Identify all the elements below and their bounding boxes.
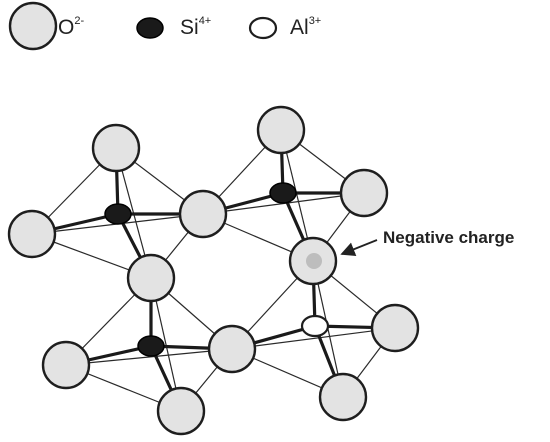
- oxygen-atom: [126, 253, 176, 303]
- oxygen-atom: [178, 189, 228, 239]
- aluminum-legend-label: Al3+: [290, 15, 321, 39]
- legend-silicon: Si4+: [136, 15, 211, 39]
- oxygen-atom: [339, 168, 389, 218]
- oxygen-atom: [207, 324, 257, 374]
- legend-oxygen: O2-: [8, 1, 84, 51]
- silicon-atom: [137, 335, 165, 357]
- legend-aluminum: Al3+: [248, 15, 321, 40]
- negative-charge-callout: Negative charge: [340, 228, 514, 257]
- charge-center-dot: [306, 253, 322, 269]
- oxygen-legend-label: O2-: [58, 15, 84, 39]
- silicon-atom: [269, 182, 297, 204]
- cations: [104, 182, 330, 357]
- negative-charge-label: Negative charge: [383, 228, 514, 247]
- aluminum-atom: [300, 314, 330, 338]
- oxygen-atoms: [7, 105, 420, 436]
- oxygen-legend-icon: [8, 1, 58, 51]
- oxygen-atom: [256, 105, 306, 155]
- oxygen-atom: [370, 303, 420, 353]
- callout-arrow: [340, 239, 378, 257]
- oxygen-atom: [318, 372, 368, 422]
- oxygen-atom: [91, 123, 141, 173]
- silicon-atom: [104, 203, 132, 225]
- silicon-legend-icon: [136, 17, 164, 39]
- silicon-legend-label: Si4+: [180, 15, 211, 39]
- oxygen-atom: [7, 209, 57, 259]
- legend: O2- Si4+ Al3+: [8, 1, 321, 51]
- oxygen-atom: [41, 340, 91, 390]
- negative-charge-oxygen: [288, 236, 338, 286]
- aluminum-legend-icon: [248, 16, 278, 40]
- oxygen-atom: [156, 386, 206, 436]
